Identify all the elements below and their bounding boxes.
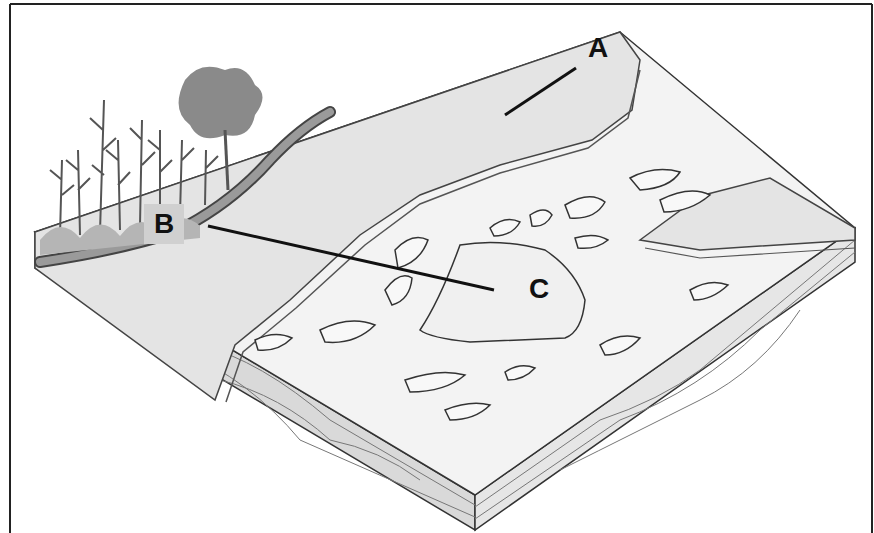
channel-bank [40, 112, 330, 262]
floodplain [35, 32, 855, 495]
terrace-scarp [645, 248, 855, 258]
leader-line [505, 68, 576, 115]
tree-trunk [225, 130, 228, 190]
stream-channel [40, 112, 330, 262]
reed [205, 150, 218, 205]
bar [490, 220, 520, 236]
part-label: C [525, 275, 553, 303]
reed [50, 160, 74, 235]
terrace-scarp [226, 70, 640, 402]
bar [320, 321, 375, 342]
bar [565, 197, 605, 219]
frame-line [10, 3, 872, 5]
frame [10, 4, 872, 533]
leader-lines [208, 68, 576, 290]
bar [255, 334, 292, 350]
bars [255, 170, 728, 420]
bar [505, 366, 535, 380]
terrace-remnant [640, 178, 855, 250]
reed [106, 140, 130, 230]
part-label: A [584, 34, 612, 62]
bar [445, 403, 490, 420]
reed [90, 100, 116, 232]
bar [660, 191, 710, 212]
bar [405, 372, 465, 392]
bar [690, 282, 728, 300]
bar [600, 336, 640, 355]
mid-channel-bar [420, 242, 585, 342]
leader-line [208, 226, 494, 290]
bar [395, 238, 428, 268]
frame-line [871, 4, 873, 533]
frame-line [9, 4, 11, 533]
part-label: B [144, 204, 184, 244]
vegetation [40, 67, 263, 255]
reed [66, 150, 90, 235]
bar [630, 170, 680, 190]
reeds [50, 100, 218, 235]
bar [385, 276, 412, 305]
tree-crown [179, 67, 263, 139]
bar [530, 210, 552, 226]
terrace [35, 32, 640, 400]
bar [575, 235, 608, 248]
